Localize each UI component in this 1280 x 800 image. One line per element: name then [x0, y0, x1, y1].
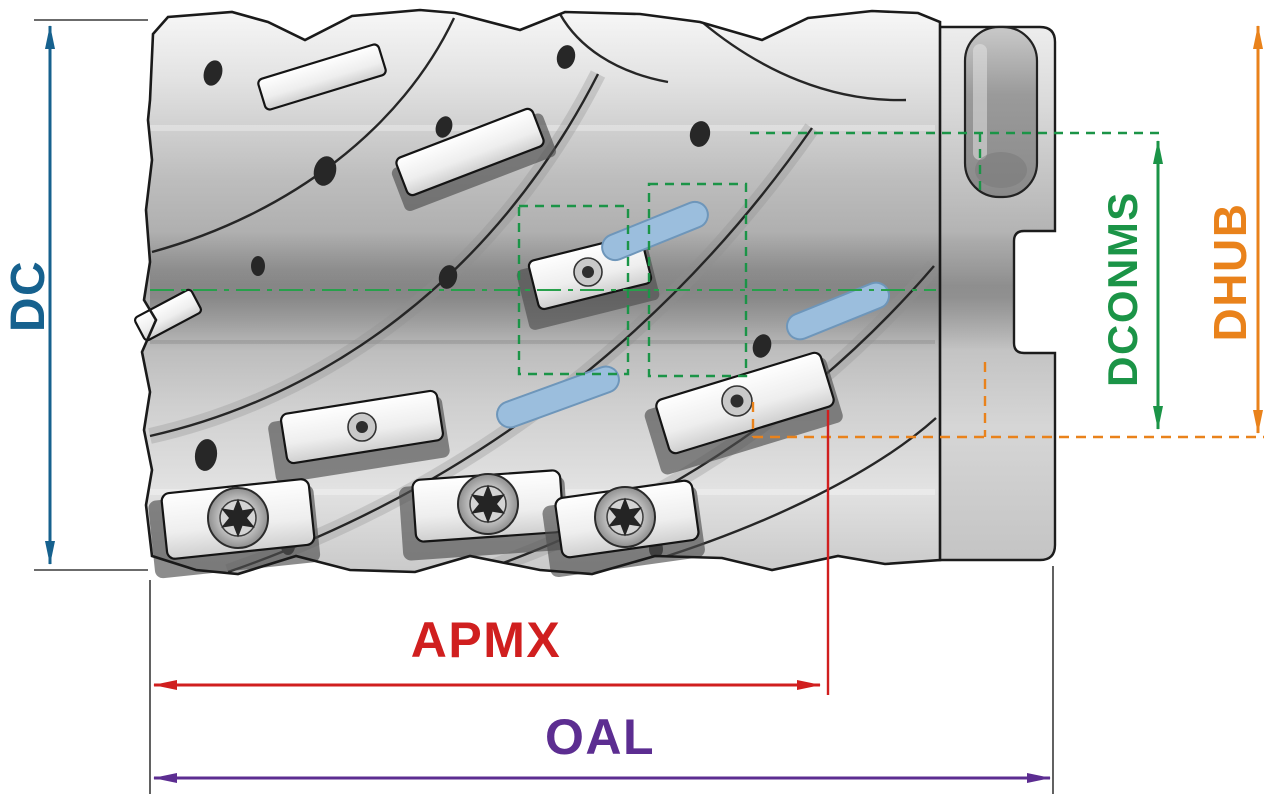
- dimension-apmx: APMX: [153, 410, 830, 695]
- dimension-dhub: DHUB: [1204, 25, 1263, 434]
- screws: [207, 257, 753, 549]
- coolant-channel: [496, 365, 620, 429]
- cutter: [133, 8, 1057, 579]
- dconms-reference-box: [517, 204, 630, 376]
- clamp-screw: [573, 257, 603, 287]
- dconms-reference-box: [647, 182, 748, 378]
- flute-edge: [701, 21, 907, 102]
- hole: [435, 116, 453, 138]
- insert: [395, 107, 545, 197]
- hole: [194, 439, 218, 471]
- torx-screw: [594, 486, 656, 548]
- hole: [313, 156, 337, 186]
- torx-screw: [207, 487, 269, 549]
- hole: [689, 121, 711, 147]
- slot-highlight: [973, 44, 987, 160]
- dhub-label: DHUB: [1204, 203, 1256, 342]
- clamp-screw: [721, 385, 753, 417]
- dimension-oal: OAL: [149, 566, 1054, 794]
- hole: [203, 60, 223, 86]
- hole: [438, 265, 458, 289]
- shank-band: [938, 232, 1014, 350]
- dimension-dconms: DCONMS: [1099, 140, 1163, 430]
- dimension-dc: DC: [2, 19, 148, 571]
- flute-edge: [558, 13, 669, 84]
- dc-label: DC: [2, 260, 55, 332]
- slot-shadow: [975, 152, 1027, 188]
- insert: [257, 43, 387, 111]
- oal-label: OAL: [545, 709, 655, 765]
- flute-edge: [151, 17, 456, 254]
- apmx-label: APMX: [411, 612, 561, 668]
- torx-screw: [457, 473, 519, 535]
- clamp-screw: [347, 412, 377, 442]
- hole: [251, 256, 265, 276]
- hole: [752, 334, 772, 358]
- dconms-label: DCONMS: [1099, 191, 1146, 387]
- hole: [556, 45, 576, 69]
- reference-lines: [150, 131, 1264, 439]
